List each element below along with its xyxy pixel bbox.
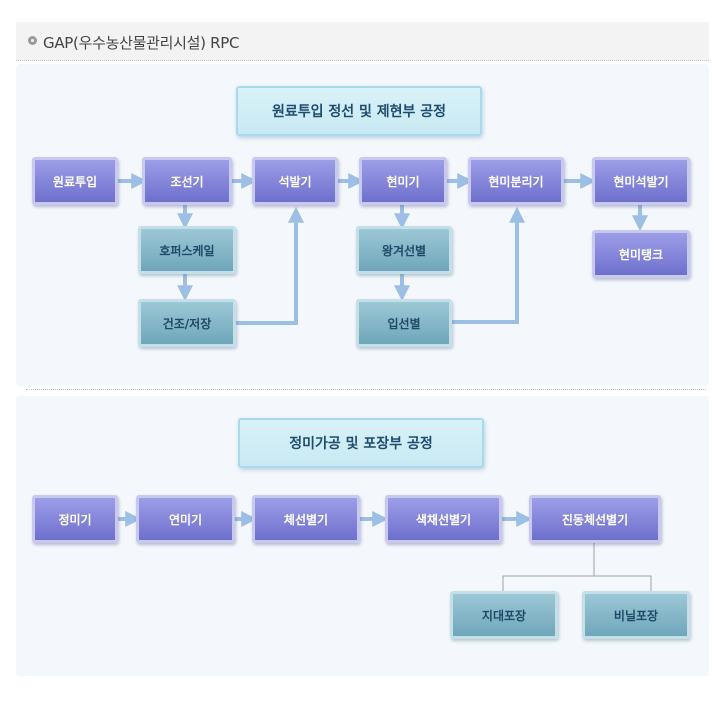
arrow-dry-to-stone: [236, 206, 304, 325]
bullet-icon: [28, 36, 37, 45]
node-brown-tank: 현미탱크: [592, 230, 690, 278]
node-vibration-sorter: 진동체선별기: [529, 495, 661, 543]
page-header: GAP(우수농산물관리시설) RPC: [16, 22, 709, 61]
node-raw-input: 원료투입: [32, 157, 118, 205]
node-rough-sorter: 조선기: [142, 157, 232, 205]
node-husk-sorter: 왕겨선별: [356, 226, 452, 274]
node-huller: 현미기: [359, 157, 447, 205]
node-color-sorter: 색채선별기: [385, 495, 502, 543]
node-brown-separator: 현미분리기: [468, 157, 564, 205]
node-polisher: 정미기: [32, 495, 118, 543]
node-dry-store: 건조/저장: [138, 299, 236, 347]
node-grain-sorter: 입선별: [356, 299, 452, 347]
page-title: GAP(우수농산물관리시설) RPC: [43, 34, 240, 52]
node-stone-remover: 석발기: [252, 157, 338, 205]
node-vinyl-bag: 비닐포장: [582, 591, 690, 639]
section-2-title: 정미가공 및 포장부 공정: [238, 418, 484, 468]
section-1-title: 원료투입 정선 및 제현부 공정: [236, 86, 482, 136]
node-brown-stone-remover: 현미석발기: [592, 157, 690, 205]
connector-to-paper: [502, 575, 652, 592]
node-sieve-sorter: 체선별기: [252, 495, 360, 543]
arrow-grain-to-separator: [451, 206, 525, 324]
node-paper-bag: 지대포장: [450, 591, 558, 639]
section-divider: [26, 389, 706, 390]
node-hopper-scale: 호퍼스케일: [138, 226, 236, 274]
node-refiner: 연미기: [136, 495, 235, 543]
